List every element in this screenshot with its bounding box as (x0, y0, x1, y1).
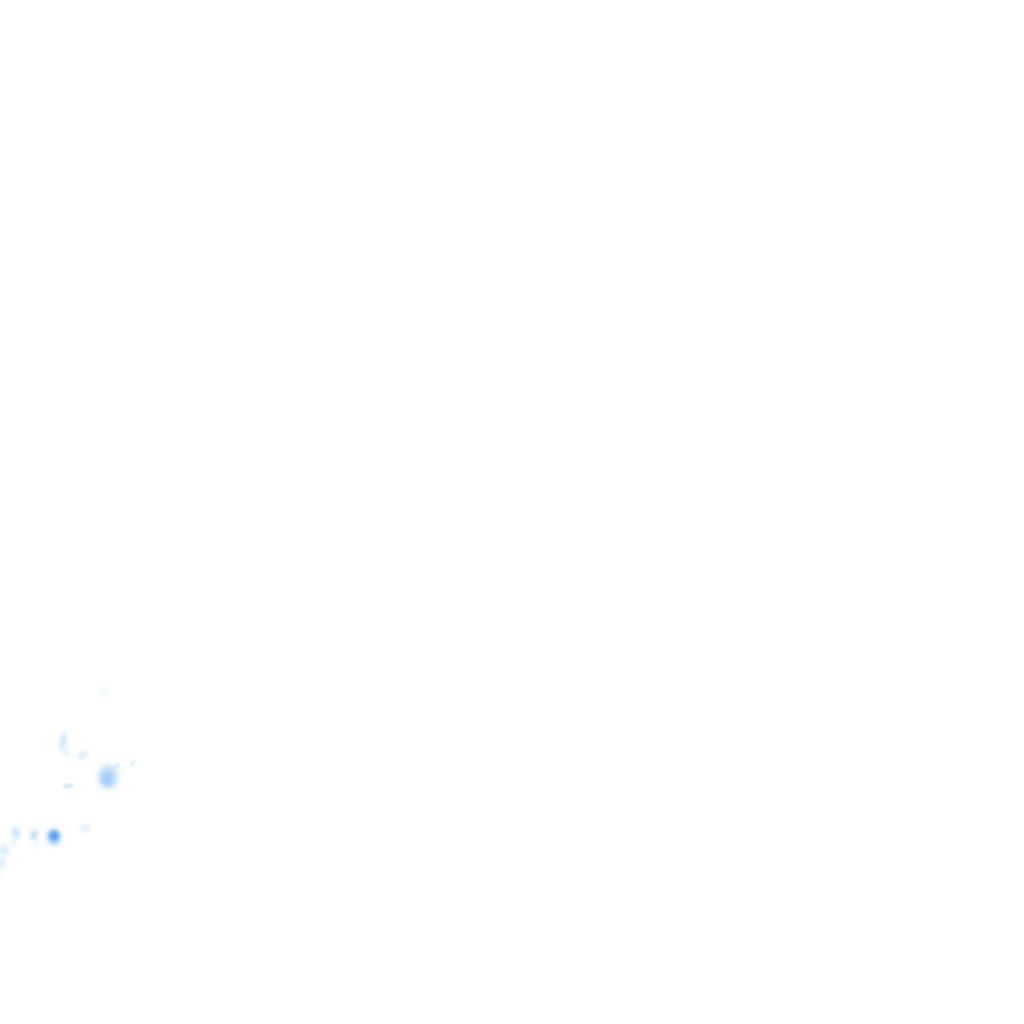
precip-blob-crescent-upper (59, 731, 67, 751)
precip-blob-edge-faint-bottom (0, 872, 3, 880)
precip-blob-dash-below-blob (62, 783, 74, 789)
precip-blob-small-blob-tail (33, 840, 39, 848)
precip-blob-edge-curve-upper (0, 844, 10, 856)
precip-blob-faint-dot-top (100, 688, 108, 694)
precip-blob-tadpole-tail (11, 838, 17, 846)
precip-blob-main-blob-tick (114, 762, 120, 770)
precip-blob-tadpole-left (11, 827, 21, 839)
precip-blob-crescent-lower (63, 747, 69, 757)
precip-blob-arc-mid-low (79, 824, 91, 832)
precip-blob-dark-dot-core (51, 832, 58, 840)
precip-blob-main-blob-core (102, 773, 112, 785)
precip-blob-arc-small (77, 750, 89, 760)
precip-blob-edge-curve-lower (0, 856, 6, 870)
precip-blob-tick-right (130, 759, 136, 767)
precip-blob-small-blob (30, 829, 38, 841)
